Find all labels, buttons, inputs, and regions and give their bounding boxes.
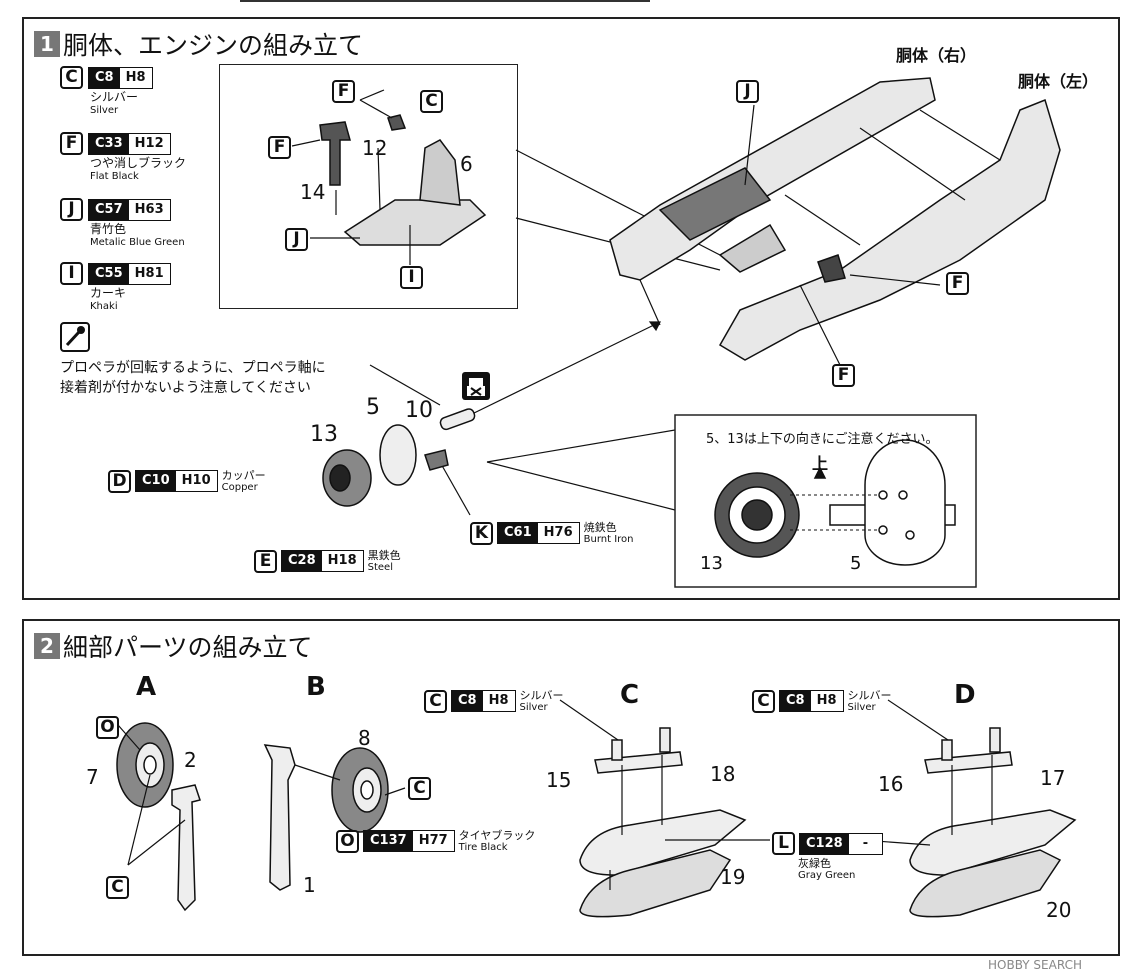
label-F-inset-top: F (332, 80, 355, 103)
legend-en: Metalic Blue Green (90, 237, 185, 248)
part-15: 15 (546, 768, 572, 792)
section-1-drawing (291, 77, 1061, 588)
legend-h-code: H12 (128, 133, 170, 154)
legend-en: Khaki (90, 301, 118, 312)
part-12: 12 (362, 136, 388, 160)
group-A: A (136, 672, 157, 702)
legend-letter: F (60, 132, 83, 155)
legend-c-code: C8 (89, 67, 120, 88)
part-7: 7 (86, 765, 99, 789)
part-1: 1 (303, 873, 316, 897)
engine-assembly (322, 408, 476, 507)
legend-en: Flat Black (90, 171, 139, 182)
section-2-heading: 細部パーツの組み立て (63, 633, 313, 662)
glue-icon (60, 322, 90, 352)
group-C: C (620, 680, 640, 710)
group-B: B (306, 672, 326, 702)
section-1-number: 1 (34, 31, 60, 57)
part-2: 2 (184, 748, 197, 772)
group-D: D (954, 680, 976, 710)
part-14: 14 (300, 180, 326, 204)
label-F-fuselage-right: F (946, 272, 969, 295)
fuselage-right-label: 胴体（右） (896, 46, 977, 65)
section-2-frame (22, 619, 1120, 956)
cockpit-floor (319, 114, 487, 246)
legend-jp: 青竹色 (90, 222, 127, 236)
detail-part-5: 5 (850, 553, 862, 574)
label-C-A: C (106, 876, 129, 899)
label-O-A: O (96, 716, 119, 739)
watermark: HOBBY SEARCH (988, 958, 1082, 972)
part-13: 13 (310, 422, 338, 447)
detail-note: 5、13は上下の向きにご注意ください。 (706, 432, 939, 447)
label-C-inset: C (420, 90, 443, 113)
legend-c-code: C55 (89, 263, 129, 284)
legend-jp: カーキ (90, 286, 127, 300)
part-19: 19 (720, 865, 746, 889)
legend-jp: つや消しブラック (90, 156, 187, 170)
section-2-number: 2 (34, 633, 60, 659)
part-17: 17 (1040, 766, 1066, 790)
legend-c-code: C33 (89, 133, 129, 154)
section-1-heading: 胴体、エンジンの組み立て (63, 31, 364, 60)
detail-drawing (714, 439, 956, 566)
up-label: 上 (812, 454, 829, 473)
legend-en: Silver (90, 105, 119, 116)
legend-jp: シルバー (90, 90, 139, 104)
paint-gray-green: L C128- 灰緑色 Gray Green (772, 832, 884, 882)
part-16: 16 (878, 772, 904, 796)
section-2-drawing (116, 699, 1077, 918)
label-C-B: C (408, 777, 431, 800)
label-F-fuselage-bottom: F (832, 364, 855, 387)
section-1-frame (22, 17, 1120, 600)
legend-c-code: C57 (89, 199, 129, 220)
label-I-inset: I (400, 266, 423, 289)
legend-h-code: H81 (128, 263, 170, 284)
part-6: 6 (460, 152, 473, 176)
label-J-fuselage: J (736, 80, 759, 103)
part-20: 20 (1046, 898, 1072, 922)
legend-letter: C (60, 66, 83, 89)
section-2-title: 2 細部パーツの組み立て (34, 628, 313, 664)
top-rule (240, 0, 650, 2)
cockpit-inset-frame (219, 64, 518, 309)
legend-h-code: H63 (128, 199, 170, 220)
detail-part-13: 13 (700, 553, 723, 574)
label-F-inset-left: F (268, 136, 291, 159)
label-J-inset: J (285, 228, 308, 251)
no-glue-icon (462, 372, 490, 400)
part-8: 8 (358, 726, 371, 750)
part-5: 5 (366, 395, 380, 420)
legend-h-code: H8 (119, 67, 152, 88)
glue-note: プロペラが回転するように、プロペラ軸に 接着剤が付かないよう注意してください (60, 360, 326, 396)
legend-letter: J (60, 198, 83, 221)
fuselage (609, 77, 1061, 361)
part-10: 10 (405, 398, 433, 423)
section-1-title: 1 胴体、エンジンの組み立て (34, 26, 363, 62)
part-18: 18 (710, 762, 736, 786)
legend-letter: I (60, 262, 83, 285)
fuselage-left-label: 胴体（左） (1018, 72, 1099, 91)
